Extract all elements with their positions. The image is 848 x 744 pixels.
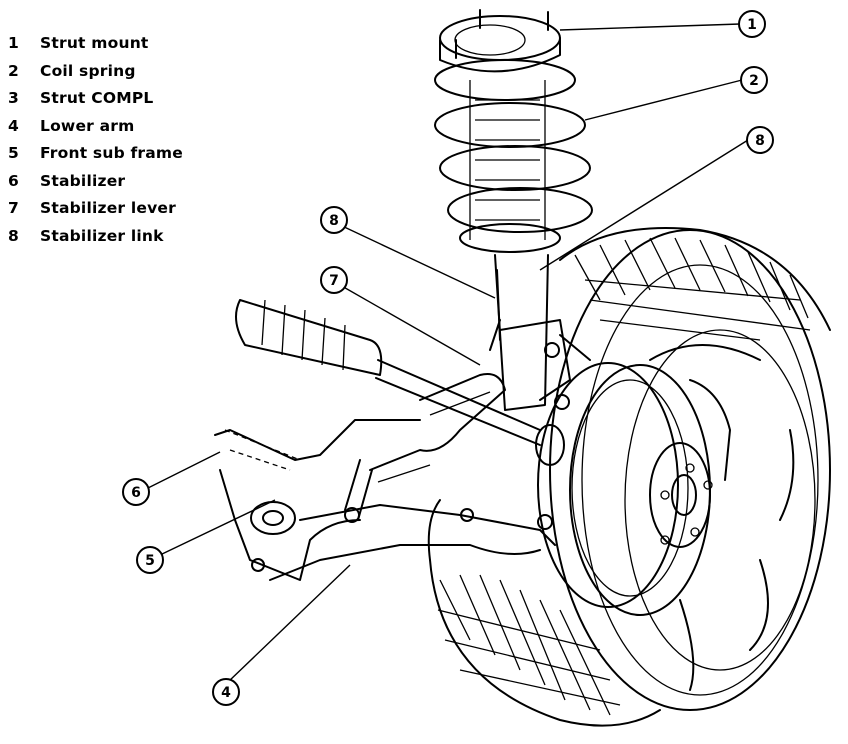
legend-number: 7 bbox=[8, 199, 19, 217]
legend-item: 5 Front sub frame bbox=[8, 140, 183, 168]
legend-number: 4 bbox=[8, 116, 19, 135]
legend-item: 2 Coil spring bbox=[8, 58, 183, 86]
legend-label: Strut COMPL bbox=[40, 89, 154, 107]
legend-number: 1 bbox=[8, 34, 19, 52]
legend-label: Coil spring bbox=[40, 61, 136, 80]
wheel-rim bbox=[624, 329, 816, 691]
callout-5: 5 bbox=[136, 546, 164, 574]
callout-8-left: 8 bbox=[320, 206, 348, 234]
brake-disc bbox=[537, 362, 731, 616]
callout-label: 6 bbox=[131, 485, 141, 501]
drive-shaft bbox=[235, 299, 565, 466]
coil-spring bbox=[434, 59, 593, 253]
legend-number: 6 bbox=[8, 171, 19, 190]
callout-7: 7 bbox=[320, 266, 348, 294]
stabilizer-bar bbox=[344, 373, 506, 523]
callout-4: 4 bbox=[212, 678, 240, 706]
front-sub-frame bbox=[214, 419, 421, 581]
tire-tread bbox=[437, 237, 811, 716]
strut-mount bbox=[439, 9, 561, 73]
callout-2: 2 bbox=[740, 66, 768, 94]
legend-number: 3 bbox=[8, 89, 19, 107]
lower-arm bbox=[269, 504, 556, 581]
legend-label: Stabilizer link bbox=[40, 226, 164, 245]
callout-label: 2 bbox=[749, 73, 759, 89]
stabilizer-link bbox=[496, 269, 501, 341]
legend-label: Front sub frame bbox=[40, 144, 183, 162]
callout-6: 6 bbox=[122, 478, 150, 506]
legend-label: Lower arm bbox=[40, 116, 135, 135]
legend-item: 1 Strut mount bbox=[8, 30, 183, 58]
callout-1: 1 bbox=[738, 10, 766, 38]
legend-item: 6 Stabilizer bbox=[8, 168, 183, 196]
legend-item: 8 Stabilizer link bbox=[8, 223, 183, 251]
callout-label: 8 bbox=[755, 133, 765, 149]
legend-label: Stabilizer bbox=[40, 171, 126, 190]
callout-label: 1 bbox=[747, 17, 757, 33]
callout-label: 7 bbox=[329, 273, 339, 289]
callout-label: 8 bbox=[329, 213, 339, 229]
legend-item: 4 Lower arm bbox=[8, 113, 183, 141]
callout-8-right: 8 bbox=[746, 126, 774, 154]
parts-legend: 1 Strut mount 2 Coil spring 3 Strut COMPL 4… bbox=[8, 30, 183, 250]
callout-label: 5 bbox=[145, 553, 155, 569]
legend-item: 3 Strut COMPL bbox=[8, 85, 183, 113]
tire bbox=[427, 227, 831, 727]
legend-number: 8 bbox=[8, 226, 19, 245]
legend-label: Stabilizer lever bbox=[40, 199, 176, 217]
legend-label: Strut mount bbox=[40, 34, 149, 52]
legend-item: 7 Stabilizer lever bbox=[8, 195, 183, 223]
legend-number: 5 bbox=[8, 144, 19, 162]
leader-lines bbox=[147, 23, 749, 683]
legend-number: 2 bbox=[8, 61, 19, 80]
callout-label: 4 bbox=[221, 685, 231, 701]
